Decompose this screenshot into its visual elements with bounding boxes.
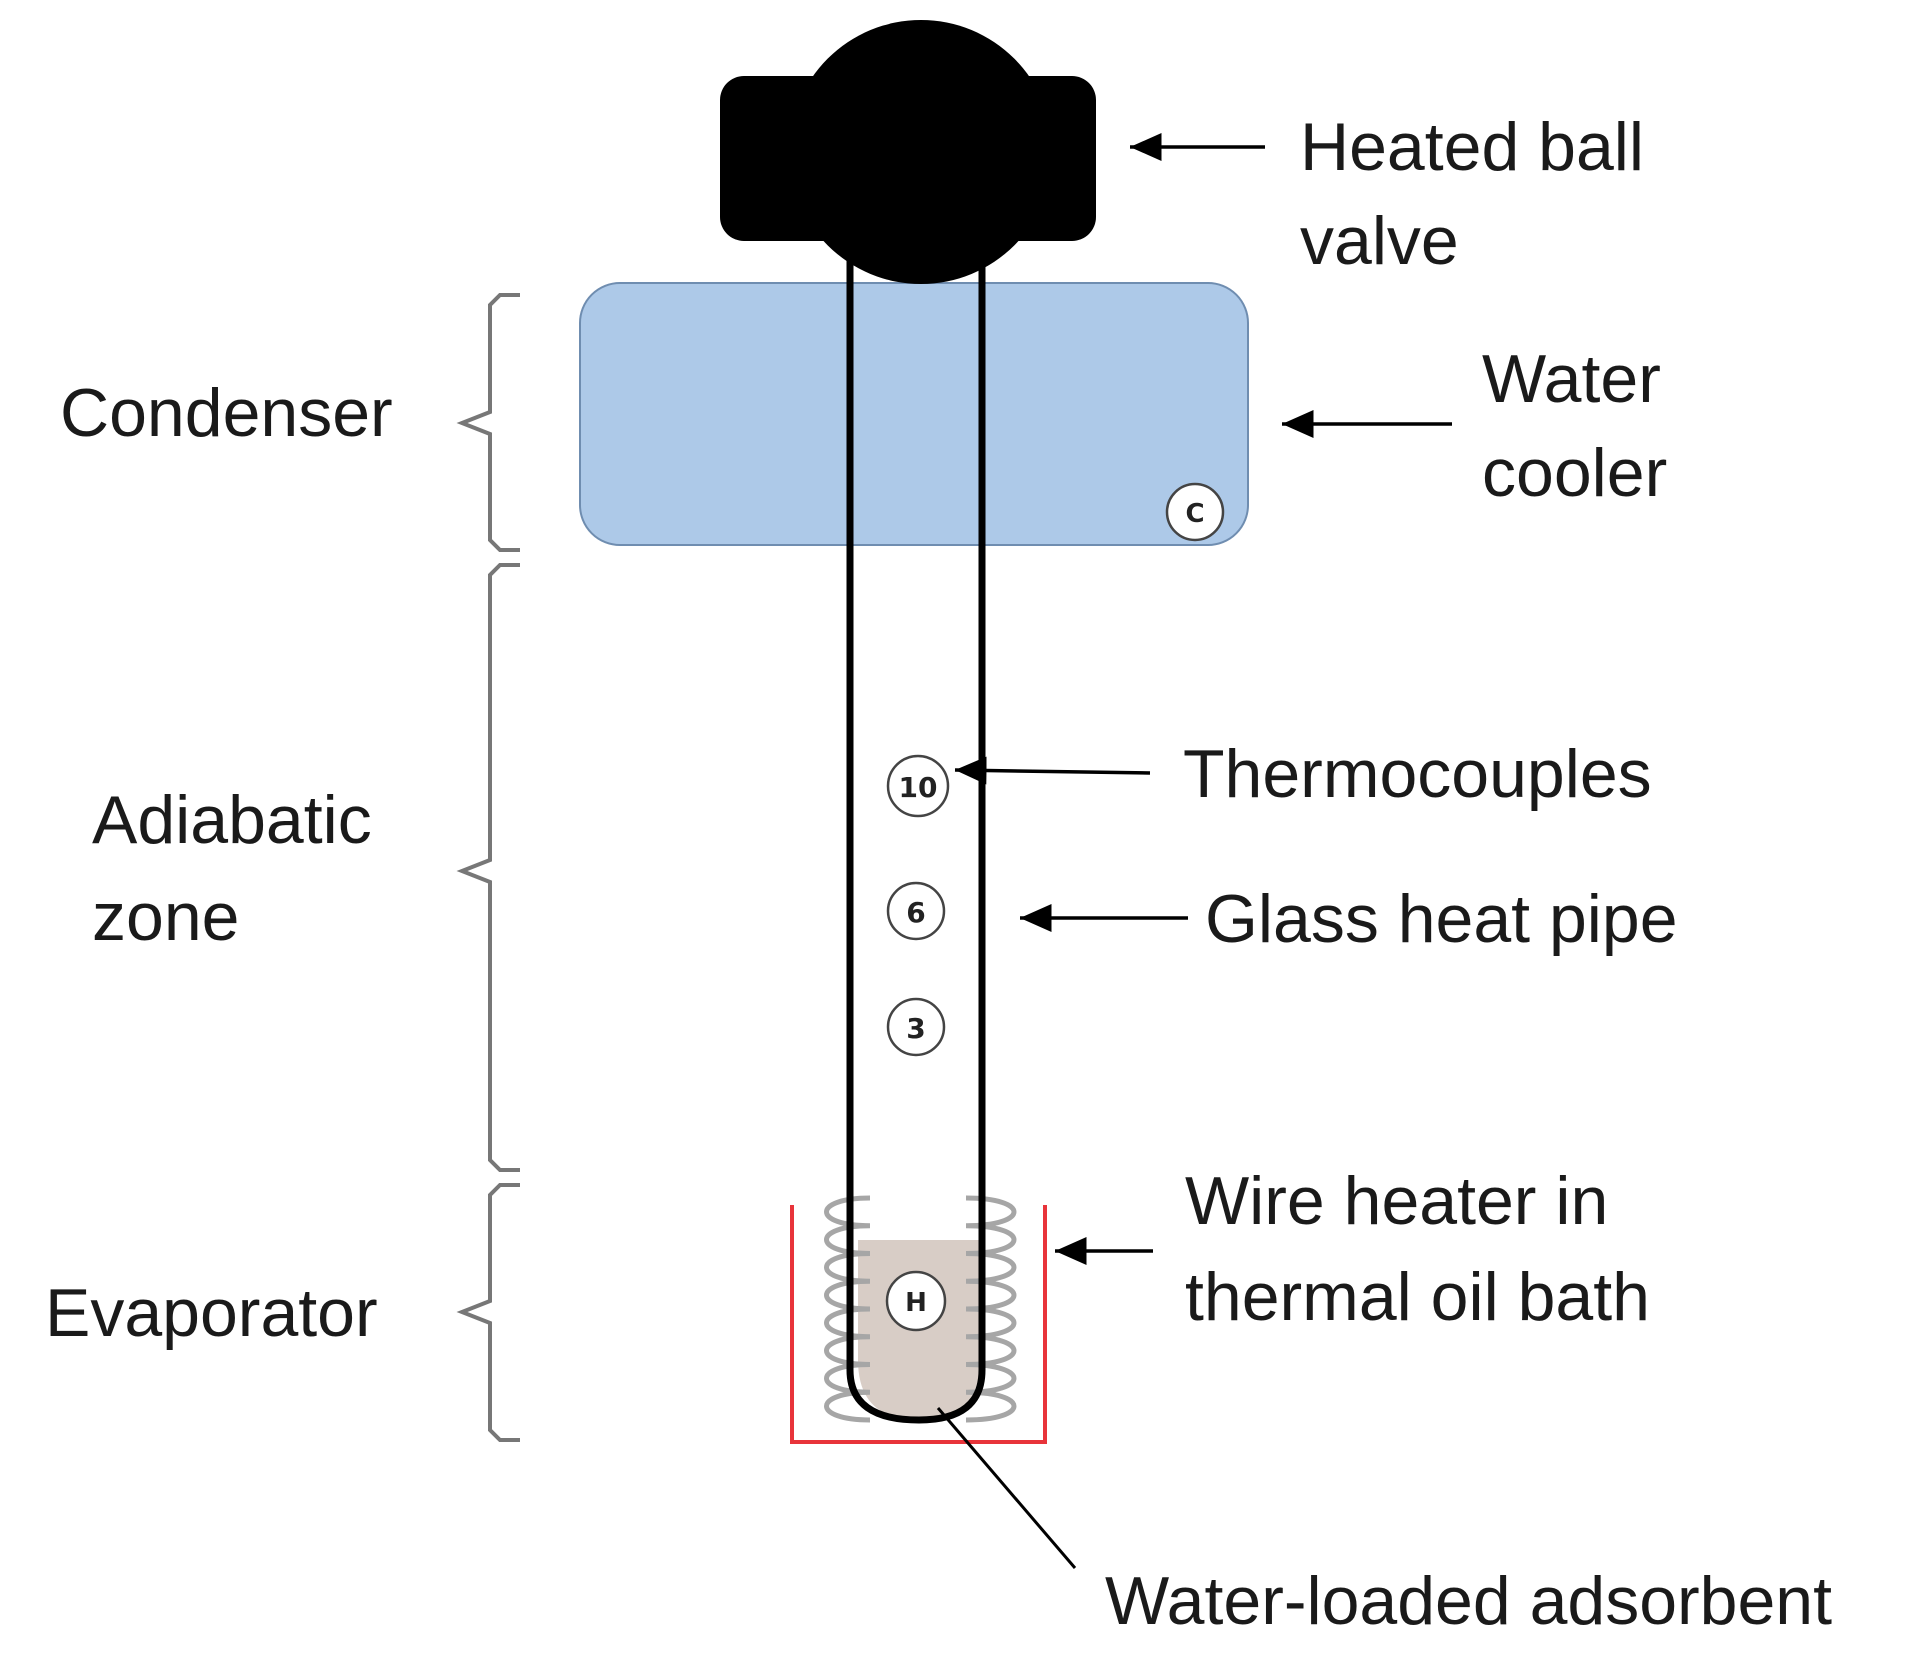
oil-bath <box>790 1205 1047 1444</box>
wire-heater-label-line1: Wire heater in <box>1185 1163 1608 1239</box>
svg-text:C: C <box>1185 499 1204 529</box>
heated-ball-valve <box>720 20 1096 284</box>
condenser-brace <box>456 293 520 552</box>
adsorbent-pointer <box>936 1407 1077 1569</box>
thermocouple-3: 3 <box>886 997 946 1057</box>
water-cooler-box <box>579 282 1249 546</box>
svg-text:3: 3 <box>906 1012 925 1045</box>
coil-left <box>824 1195 871 1423</box>
thermocouple-6: 6 <box>886 881 946 941</box>
condenser-label: Condenser <box>60 375 393 451</box>
svg-text:H: H <box>905 1288 927 1318</box>
thermocouples-arrow <box>954 756 1151 785</box>
heated-ball-valve-label-line2: valve <box>1300 203 1459 279</box>
evaporator-label: Evaporator <box>45 1275 378 1351</box>
wire-heater-coil <box>824 1195 1017 1423</box>
heated-ball-valve-label-line1: Heated ball <box>1300 109 1644 185</box>
adiabatic-label-line1: Adiabatic <box>92 782 372 858</box>
thermocouple-10: 10 <box>886 754 950 818</box>
svg-text:6: 6 <box>906 896 925 929</box>
evaporator-brace <box>456 1183 520 1442</box>
glass-heat-pipe-label: Glass heat pipe <box>1205 881 1678 957</box>
water-cooler-label-line2: cooler <box>1482 435 1667 511</box>
adiabatic-brace <box>456 563 520 1172</box>
thermocouples-label: Thermocouples <box>1183 736 1652 812</box>
wire-heater-label-line2: thermal oil bath <box>1185 1259 1650 1335</box>
svg-text:10: 10 <box>899 771 938 804</box>
coil-right <box>965 1195 1017 1423</box>
glass-heat-pipe <box>846 250 986 1424</box>
water-cooler-label-line1: Water <box>1482 341 1661 417</box>
water-loaded-adsorbent-label: Water-loaded adsorbent <box>1105 1563 1832 1639</box>
thermocouple-C: C <box>1165 482 1225 542</box>
thermocouple-H: H <box>885 1270 947 1332</box>
adiabatic-label-line2: zone <box>92 879 239 955</box>
